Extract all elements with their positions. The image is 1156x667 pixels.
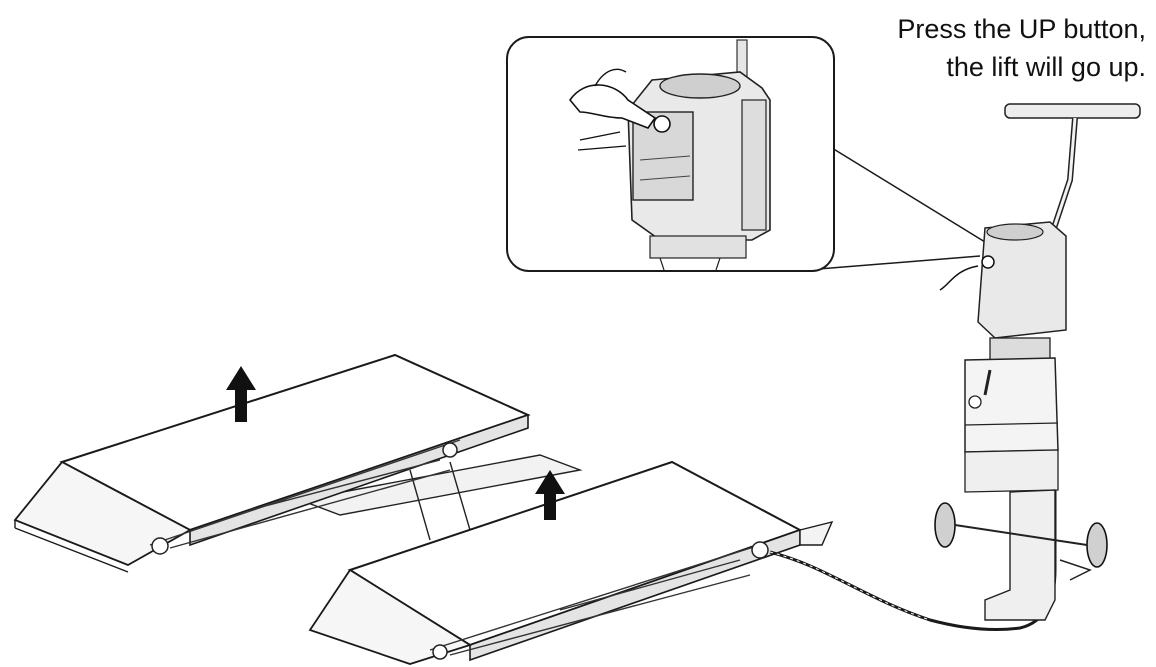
instruction-line-2: the lift will go up. bbox=[946, 52, 1146, 82]
instruction-text: Press the UP button, the lift will go up… bbox=[897, 10, 1146, 86]
up-arrow-icon bbox=[226, 366, 256, 422]
hand-pressing-icon bbox=[568, 68, 657, 151]
control-unit bbox=[934, 103, 1141, 621]
detail-callout bbox=[506, 36, 986, 272]
up-arrow-icon bbox=[535, 470, 565, 520]
left-lift-platform bbox=[13, 353, 583, 573]
right-lift-platform bbox=[308, 460, 834, 665]
instruction-line-1: Press the UP button, bbox=[897, 14, 1146, 44]
